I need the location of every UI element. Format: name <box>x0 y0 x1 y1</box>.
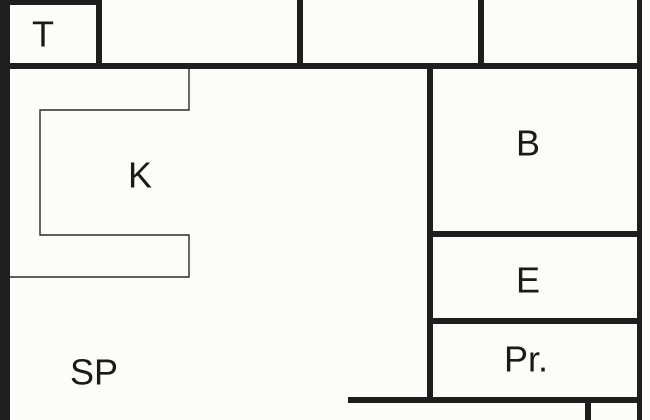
room-label-bedroom: B <box>516 123 540 164</box>
wall-entrance-pantry <box>427 318 642 324</box>
wall-bottom-stub <box>585 400 591 420</box>
wall-horizontal-top <box>0 63 642 69</box>
wall-left-outer <box>0 0 10 420</box>
wall-upper-divider-2 <box>478 0 484 68</box>
wall-toilet-right <box>96 0 102 68</box>
wall-toilet-top <box>0 0 100 5</box>
room-label-entrance: E <box>516 260 540 301</box>
wall-upper-divider-1 <box>297 0 303 68</box>
wall-right-outer <box>637 0 642 420</box>
room-label-pantry: Pr. <box>504 339 548 380</box>
room-label-kitchen: K <box>128 155 152 196</box>
room-label-living: SP <box>70 352 118 393</box>
wall-bottom-partial <box>348 397 642 403</box>
room-label-toilet: T <box>32 14 54 55</box>
kitchen-counter <box>10 69 190 278</box>
wall-bedroom-entrance <box>427 231 642 237</box>
